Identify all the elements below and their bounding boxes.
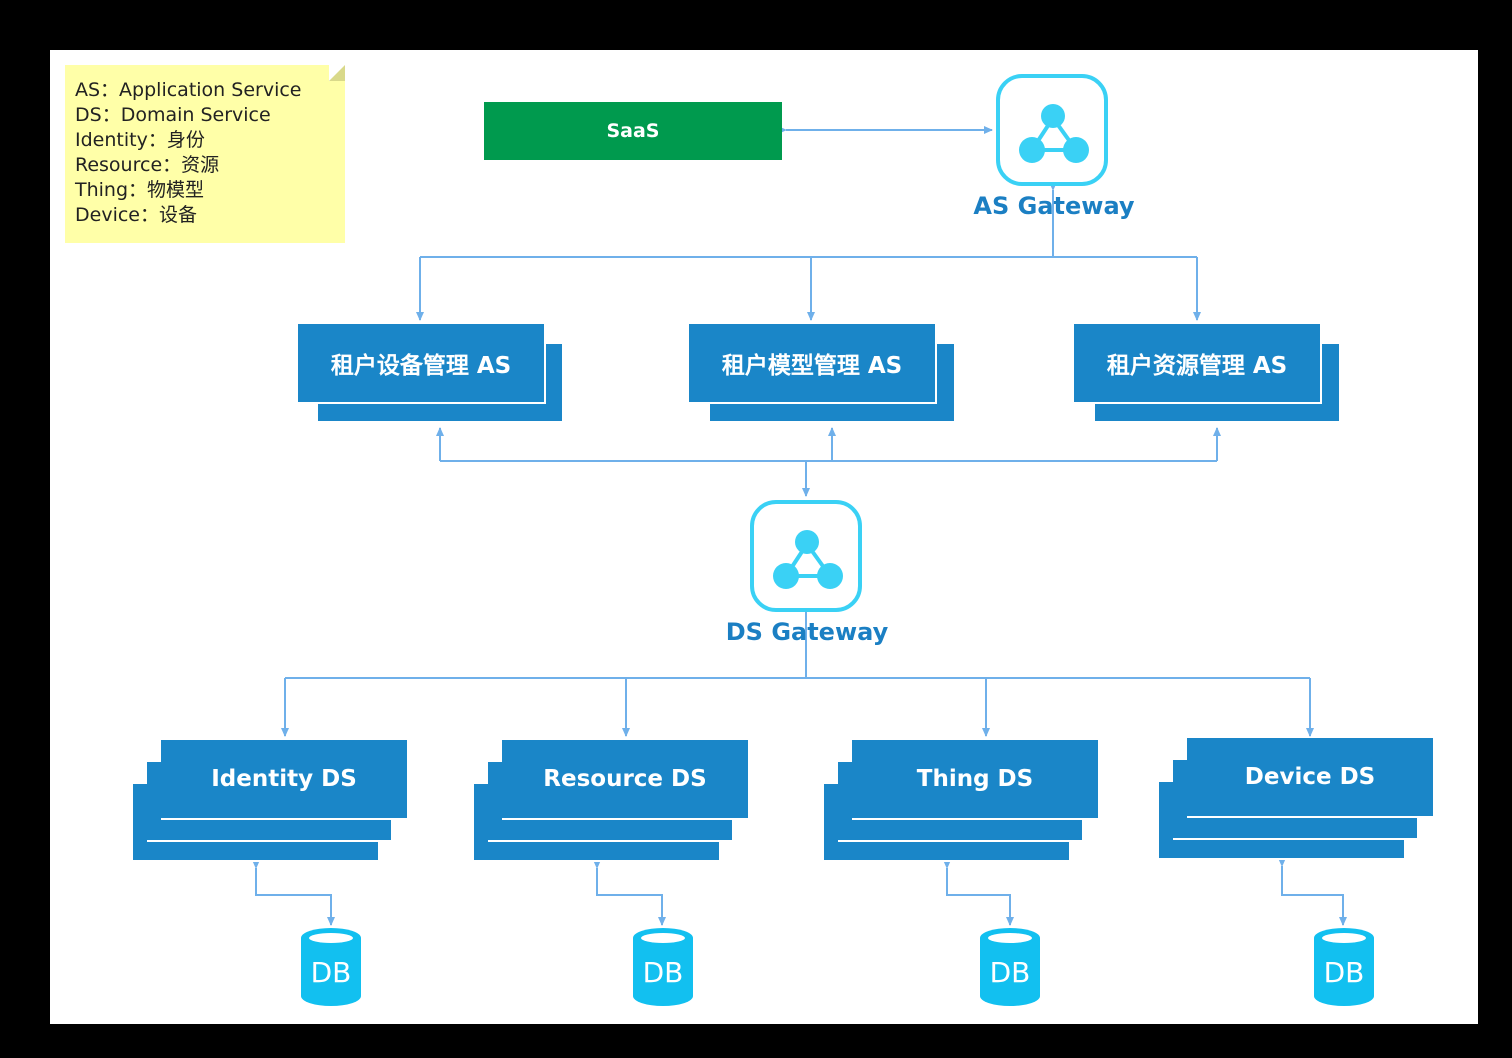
- database-icon: DB: [1314, 928, 1374, 1006]
- legend-note: AS：Application Service DS：Domain Service…: [65, 65, 345, 243]
- gateway-network-icon: [1019, 104, 1089, 163]
- legend-line: Thing：物模型: [75, 179, 205, 201]
- ds-service-box: Resource DS: [502, 740, 750, 820]
- saas-box: SaaS: [484, 102, 782, 160]
- db-label: DB: [1323, 956, 1365, 989]
- db-label: DB: [310, 956, 352, 989]
- as-service-box: 租户模型管理 AS: [689, 324, 937, 404]
- legend-line: DS：Domain Service: [75, 104, 271, 126]
- database-icon: DB: [633, 928, 693, 1006]
- database-icon: DB: [980, 928, 1040, 1006]
- ds-service-box: Thing DS: [852, 740, 1100, 820]
- db-label: DB: [642, 956, 684, 989]
- as-service-box: 租户设备管理 AS: [298, 324, 546, 404]
- gateway-network-icon: [773, 530, 843, 589]
- legend-line: Resource：资源: [75, 154, 220, 176]
- as-gateway-label: AS Gateway: [973, 192, 1135, 220]
- legend-line: Identity：身份: [75, 129, 205, 151]
- db-label: DB: [989, 956, 1031, 989]
- ds-gateway-node: [750, 500, 862, 612]
- as-gateway-node: [996, 74, 1108, 186]
- ds-service-box: Device DS: [1187, 738, 1435, 818]
- ds-gateway-label: DS Gateway: [725, 618, 889, 646]
- legend-line: AS：Application Service: [75, 79, 302, 101]
- ds-service-box: Identity DS: [161, 740, 409, 820]
- legend-line: Device：设备: [75, 204, 197, 226]
- as-service-box: 租户资源管理 AS: [1074, 324, 1322, 404]
- database-icon: DB: [301, 928, 361, 1006]
